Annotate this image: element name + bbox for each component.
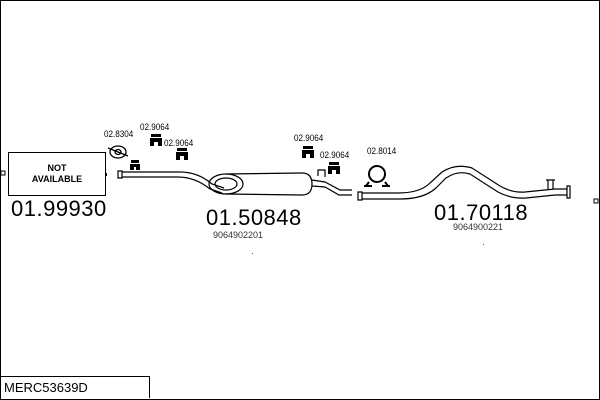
hanger-icon-9064-c <box>176 148 188 160</box>
hanger-icon-9064-e <box>328 162 340 174</box>
rear-pipe <box>357 165 571 201</box>
oem-number-middle: 9064902201 <box>213 230 264 240</box>
left-edge-marker <box>0 170 6 176</box>
hanger-icon-9064-a <box>130 160 140 170</box>
right-edge-marker <box>593 198 599 204</box>
part-code-rear[interactable]: 01.70118 <box>434 200 529 225</box>
clamp-icon-8304 <box>107 145 129 159</box>
middle-leader-dot <box>252 253 253 254</box>
middle-silencer <box>208 169 352 196</box>
not-available-line2: AVAILABLE <box>31 174 83 184</box>
fitting-code-9064-b[interactable]: 02.9064 <box>164 138 194 148</box>
hanger-icon-9064-b <box>150 134 162 146</box>
part-code-middle[interactable]: 01.50848 <box>206 205 302 230</box>
fitting-code-8014[interactable]: 02.8014 <box>367 146 397 156</box>
kit-reference-label: MERC53639D <box>0 376 150 398</box>
fitting-code-8304[interactable]: 02.8304 <box>104 129 134 139</box>
fitting-code-9064-a[interactable]: 02.9064 <box>140 122 170 132</box>
oem-number-rear: 9064900221 <box>453 222 504 232</box>
rear-leader-dot <box>483 244 484 245</box>
hanger-icon-9064-d <box>302 146 314 158</box>
not-available-line1: NOT <box>47 163 67 173</box>
fitting-code-9064-c[interactable]: 02.9064 <box>294 133 324 143</box>
not-available-box: NOT AVAILABLE <box>8 152 106 196</box>
fitting-code-9064-d[interactable]: 02.9064 <box>320 150 350 160</box>
part-code-front[interactable]: 01.99930 <box>11 196 107 221</box>
front-pipe-stub <box>117 170 225 194</box>
clamp-icon-8014 <box>364 165 390 187</box>
